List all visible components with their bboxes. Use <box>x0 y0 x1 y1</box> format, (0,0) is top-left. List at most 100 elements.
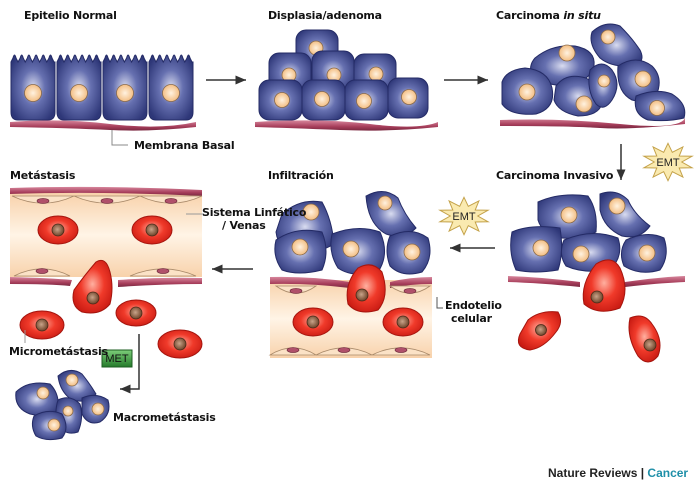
endothelial-nucleus <box>403 288 417 294</box>
emt-label: EMT <box>452 211 476 223</box>
cell-nucleus <box>590 290 604 304</box>
epithelial-cell <box>599 191 651 238</box>
cell-nucleus <box>145 223 159 237</box>
mesenchymal-cell <box>37 215 79 245</box>
invasive-carcinoma <box>508 191 685 363</box>
endothelial-nucleus <box>164 198 178 204</box>
cell-nucleus <box>342 240 360 258</box>
label-displasia: Displasia/adenoma <box>268 9 382 22</box>
label-carcinoma-in-situ: Carcinoma in situ <box>496 9 601 22</box>
vessel-wall-bottom <box>10 277 72 286</box>
epithelial-cell <box>386 231 431 275</box>
mesenchymal-cell <box>582 259 626 312</box>
epithelial-cell <box>344 79 389 121</box>
epithelial-cell <box>620 234 667 273</box>
epithelial-cell <box>102 54 148 121</box>
label-metastasis: Metástasis <box>10 169 76 182</box>
vessel-wall-top <box>390 277 432 288</box>
endothelial-cell <box>371 347 431 356</box>
endothelial-cell <box>139 195 203 204</box>
label-in-situ: in situ <box>563 9 601 22</box>
endothelial-cell <box>129 268 197 277</box>
mesenchymal-cell <box>346 264 386 313</box>
vessel-wall-top <box>10 186 202 196</box>
epithelial-cell <box>634 90 686 122</box>
endothelial-cell <box>13 268 71 277</box>
emt-label: EMT <box>656 157 680 169</box>
epithelial-cell <box>301 79 346 121</box>
epithelial-cell <box>81 394 110 424</box>
infiltration <box>268 191 432 358</box>
cell-nucleus <box>401 89 417 105</box>
cell-nucleus <box>535 324 547 336</box>
macrometastasis-cluster <box>15 370 110 441</box>
cell-nucleus <box>518 83 536 101</box>
mesenchymal-cell <box>157 329 203 359</box>
cell-nucleus <box>86 291 100 305</box>
endothelial-nucleus <box>36 198 50 204</box>
emt-badge: EMT <box>642 142 694 182</box>
epithelial-cell <box>15 382 59 416</box>
cell-nucleus <box>355 288 369 302</box>
cell-nucleus <box>306 315 320 329</box>
basement-membrane <box>625 276 685 287</box>
metastasis <box>10 186 203 359</box>
basement-membrane <box>255 120 438 131</box>
cell-body <box>15 382 59 416</box>
cell-nucleus <box>634 70 652 88</box>
epithelial-cell <box>588 63 618 108</box>
epithelial-cell <box>148 54 194 121</box>
cell-nucleus <box>302 203 320 221</box>
cell-nucleus <box>47 418 61 432</box>
epithelial-cell <box>56 54 102 121</box>
cell-nucleus <box>291 238 309 256</box>
endothelial-cell <box>274 285 318 294</box>
epithelial-cell <box>617 59 660 102</box>
cell-nucleus <box>173 337 187 351</box>
cell-body <box>346 264 386 313</box>
cell-nucleus <box>572 245 590 263</box>
endothelial-cell <box>315 347 373 356</box>
endothelial-nucleus <box>100 198 114 204</box>
cell-nucleus <box>116 84 134 102</box>
cell-body <box>365 191 417 237</box>
label-celular: celular <box>451 312 492 325</box>
cell-nucleus <box>91 402 105 416</box>
endothelial-nucleus <box>394 347 408 353</box>
mesenchymal-cell <box>382 307 424 337</box>
label-carcinoma-prefix: Carcinoma <box>496 9 564 22</box>
cell-nucleus <box>403 243 421 261</box>
carcinoma-in-situ <box>500 23 686 129</box>
endothelial-cell <box>388 285 432 294</box>
label-macrometastasis: Macrometástasis <box>113 411 216 424</box>
epithelial-cell <box>31 410 67 441</box>
cell-nucleus <box>62 405 74 417</box>
cell-nucleus <box>129 306 143 320</box>
leader-endotelio <box>436 297 443 309</box>
journal-credit: Nature Reviews | Cancer <box>548 466 688 480</box>
cell-nucleus <box>575 95 593 113</box>
cell-nucleus <box>600 29 616 45</box>
cell-nucleus <box>638 244 656 262</box>
label-micrometastasis: Micrometástasis <box>9 345 108 358</box>
epithelial-cell <box>274 229 327 274</box>
normal-epithelium <box>10 54 196 131</box>
cell-nucleus <box>314 91 330 107</box>
cell-nucleus <box>608 197 626 215</box>
label-sistema-linfatico: Sistema Linfático <box>202 206 307 219</box>
label-membrana-basal: Membrana Basal <box>134 139 235 152</box>
cell-nucleus <box>643 338 657 352</box>
epithelial-cell <box>501 67 554 115</box>
arrow-micro-to-macro <box>120 334 140 394</box>
dysplasia <box>255 29 438 131</box>
vessel-wall-bottom <box>118 277 202 287</box>
mesenchymal-cell <box>292 307 334 337</box>
cell-nucleus <box>24 84 42 102</box>
label-endotelio: Endotelio <box>445 299 502 312</box>
endothelial-nucleus <box>35 268 49 274</box>
cell-body <box>599 191 651 238</box>
cell-nucleus <box>65 373 79 387</box>
credit-separator: | <box>637 466 648 480</box>
epithelial-cell <box>365 191 417 237</box>
